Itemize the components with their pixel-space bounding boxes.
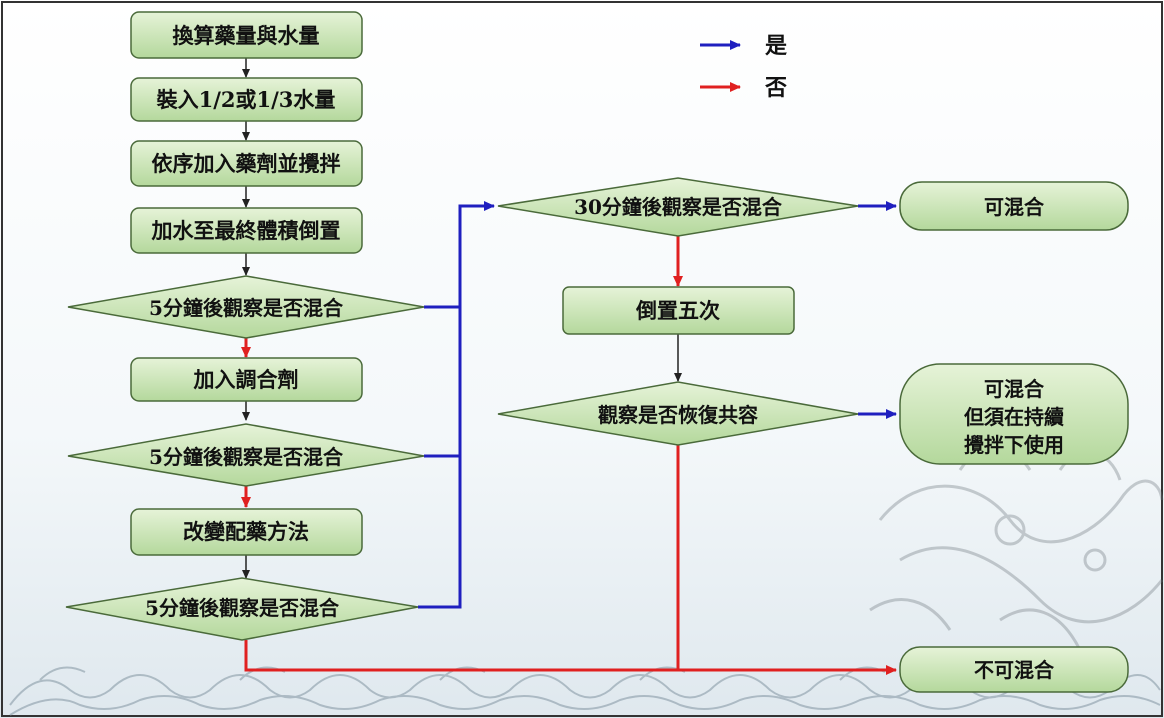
node-result-nomix-label: 不可混合 [974, 658, 1055, 682]
connectors [241, 58, 897, 675]
dragon-decoration [869, 446, 1164, 651]
node-step3-label: 依序加入藥劑並攪拌 [152, 151, 341, 176]
node-result-conditional-line1: 可混合 [984, 377, 1045, 401]
node-result-nomix [899, 646, 1129, 693]
node-check5-label: 觀察是否恢復共容 [598, 403, 758, 427]
node-check4 [497, 177, 859, 237]
yes-trunk-to-check4 [418, 201, 495, 609]
node-step1-label: 換算藥量與水量 [173, 23, 320, 48]
node-step3 [130, 140, 363, 187]
node-step4 [130, 207, 363, 254]
node-result-mix [899, 181, 1129, 231]
node-check3-label: 5分鐘後觀察是否混合 [145, 596, 340, 620]
node-step4-label: 加水至最終體積倒置 [151, 218, 341, 243]
legend: 是 否 [700, 33, 787, 101]
node-result-conditional-line3: 攪拌下使用 [964, 433, 1064, 457]
node-check5 [497, 381, 859, 446]
node-check2 [67, 423, 425, 487]
node-check4-label: 30分鐘後觀察是否混合 [574, 195, 783, 219]
node-step6-label: 改變配藥方法 [183, 519, 309, 544]
node-step2 [130, 77, 363, 122]
node-check2-label: 5分鐘後觀察是否混合 [149, 445, 344, 469]
node-check1 [67, 275, 425, 339]
node-step7 [562, 286, 795, 335]
nodes: 換算藥量與水量 裝入1/2或1/3水量 依序加入藥劑並攪拌 加水至最終體積倒置 … [65, 11, 1129, 693]
node-check3 [65, 577, 419, 641]
node-step6 [130, 508, 363, 556]
node-result-mix-label: 可混合 [984, 195, 1045, 219]
legend-no-label: 否 [764, 75, 787, 101]
node-step5 [130, 357, 363, 402]
node-result-conditional-line2: 但須在持續 [964, 405, 1064, 429]
legend-yes-label: 是 [765, 33, 787, 59]
node-check1-label: 5分鐘後觀察是否混合 [149, 296, 344, 320]
node-result-conditional [899, 363, 1129, 465]
node-step5-label: 加入調合劑 [193, 367, 299, 392]
node-step1 [130, 11, 363, 59]
node-step7-label: 倒置五次 [635, 298, 720, 323]
node-step2-label: 裝入1/2或1/3水量 [156, 87, 336, 112]
